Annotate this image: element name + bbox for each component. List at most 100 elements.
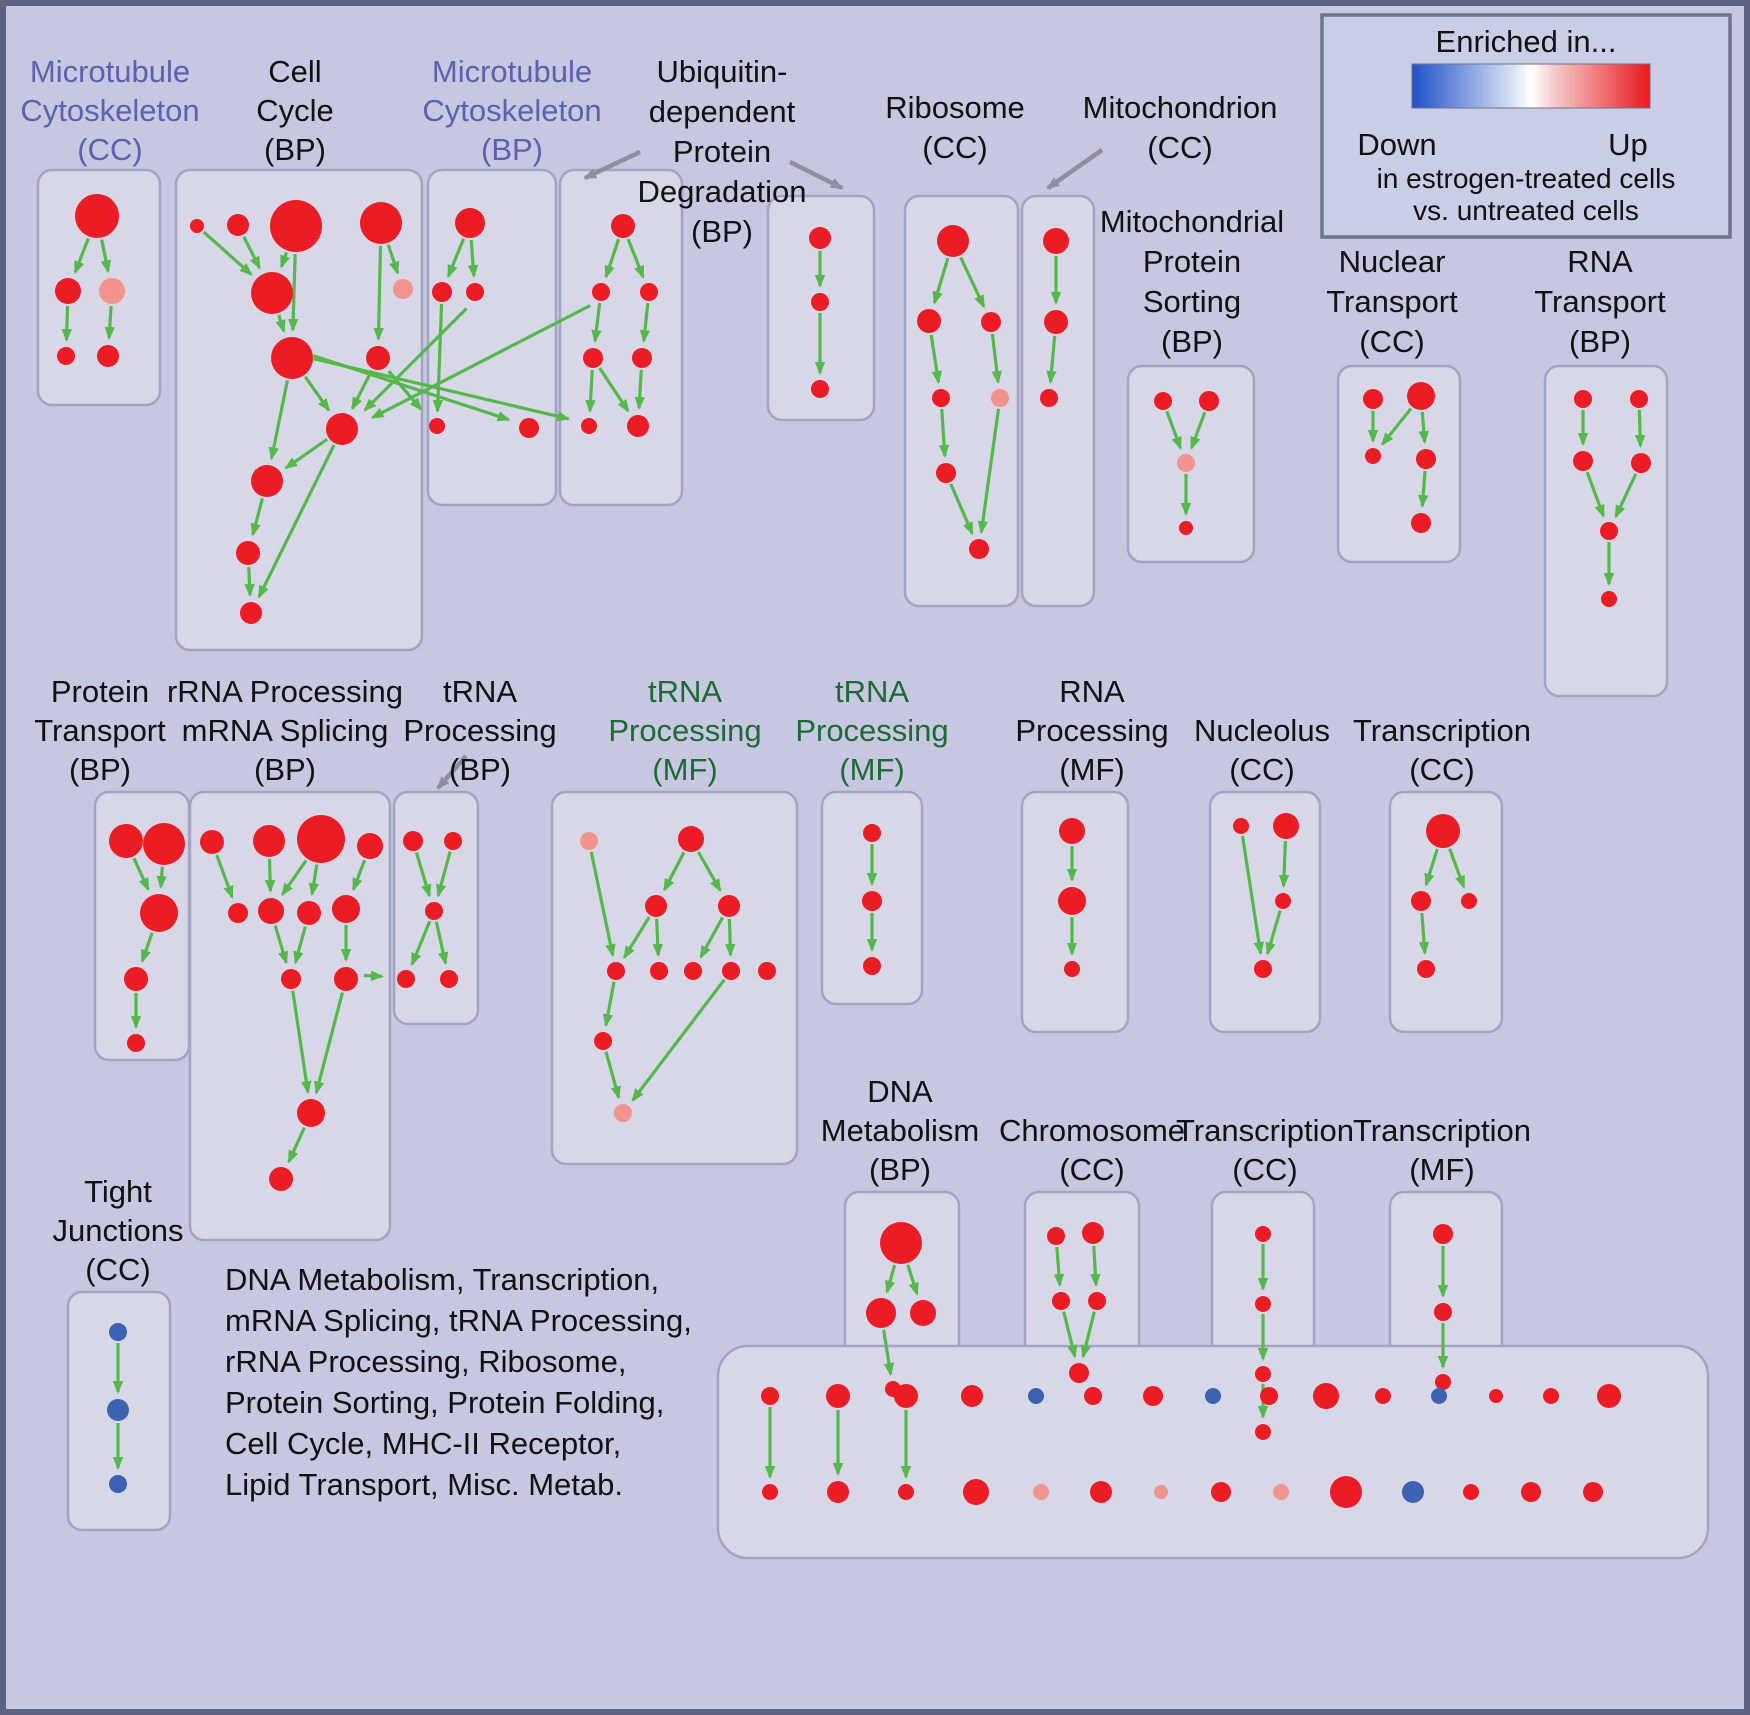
go-term-node-red — [1411, 891, 1431, 911]
edge-arrow — [1265, 910, 1282, 956]
go-term-node-red — [440, 970, 458, 988]
go-term-node-red — [1411, 513, 1431, 533]
go-term-node-blue — [109, 1323, 127, 1341]
go-term-node-red — [1059, 818, 1085, 844]
edge-arrow — [634, 369, 645, 410]
nuclear-transport-cc-box — [1336, 364, 1462, 564]
label-pointer-arrow — [436, 754, 468, 790]
go-term-node-pink — [1154, 1485, 1168, 1499]
legend-subtitle-line2: vs. untreated cells — [1413, 195, 1639, 226]
edge-arrow — [467, 239, 479, 278]
go-term-node-red — [240, 602, 262, 624]
edge-arrow — [1062, 1311, 1078, 1359]
edge-arrow — [313, 357, 571, 422]
edge-arrow — [631, 978, 726, 1102]
go-term-node-red — [611, 214, 635, 238]
nucleolus-cc-label: Nucleolus(CC) — [1194, 713, 1330, 787]
go-term-node-red — [1600, 522, 1618, 540]
go-term-node-red — [894, 1384, 918, 1408]
go-term-node-red — [1082, 1222, 1104, 1244]
edge-arrow — [602, 981, 616, 1028]
go-term-node-red — [581, 418, 597, 434]
go-term-node-red — [645, 895, 667, 917]
go-term-node-red — [297, 815, 345, 863]
go-term-node-red — [1179, 521, 1193, 535]
edge-arrow — [350, 369, 374, 411]
edge-arrow — [604, 238, 621, 279]
go-term-node-red — [432, 282, 452, 302]
go-term-node-red — [1260, 1387, 1278, 1405]
go-term-node-red — [403, 831, 423, 851]
go-term-node-red — [809, 227, 831, 249]
mitochondrion-cc-box — [1020, 194, 1096, 608]
edge-arrow — [929, 334, 942, 385]
edge-arrow — [1046, 335, 1057, 385]
go-term-node-red — [1416, 449, 1436, 469]
go-term-node-red — [937, 225, 969, 257]
go-term-node-red — [1363, 389, 1383, 409]
edge-arrow — [308, 864, 319, 897]
microtubule-cytoskeleton-cc-box — [36, 168, 162, 407]
legend-up-label: Up — [1608, 127, 1648, 162]
go-term-node-red — [57, 347, 75, 365]
go-term-node-red — [1375, 1388, 1391, 1404]
edge-arrow — [156, 866, 167, 890]
go-term-node-red — [236, 541, 260, 565]
legend-title: Enriched in... — [1436, 24, 1617, 59]
go-term-node-red — [718, 895, 740, 917]
go-term-node-red — [1044, 310, 1068, 334]
go-term-node-red — [190, 219, 204, 233]
go-term-node-red — [1631, 453, 1651, 473]
go-term-node-red — [1313, 1383, 1339, 1409]
go-term-node-red — [75, 194, 119, 238]
edge-arrow — [1090, 1245, 1101, 1287]
edge-arrow — [990, 333, 1002, 385]
go-term-node-red — [1275, 893, 1291, 909]
edge-arrow — [373, 245, 384, 341]
go-term-node-red — [200, 830, 224, 854]
go-term-node-red — [592, 283, 610, 301]
go-term-node-red — [1058, 887, 1086, 915]
go-term-node-red — [1047, 1227, 1065, 1245]
go-term-node-red — [97, 345, 119, 367]
edge-arrow — [291, 990, 312, 1095]
label-pointer-arrow — [788, 159, 844, 191]
go-term-node-red — [1143, 1386, 1163, 1406]
edge-arrow — [697, 851, 722, 893]
edge-arrow — [598, 367, 630, 413]
edge-arrow — [662, 851, 686, 892]
go-term-node-red — [917, 309, 941, 333]
go-term-node-red — [251, 465, 283, 497]
go-term-node-red — [1088, 1292, 1106, 1310]
mitochondrion-cc-label: Mitochondrion(CC) — [1083, 90, 1278, 165]
edge-arrow — [436, 851, 452, 898]
edge-arrow — [303, 375, 331, 412]
go-term-node-red — [1255, 1226, 1271, 1242]
go-term-node-red — [1601, 591, 1617, 607]
microtubule-cytoskeleton-bp-box — [426, 168, 558, 507]
go-term-node-red — [762, 1484, 778, 1500]
go-term-node-red — [722, 962, 740, 980]
edge-arrow — [591, 302, 602, 344]
go-term-node-pink — [991, 389, 1009, 407]
go-term-node-red — [270, 200, 322, 252]
edge-arrow — [250, 497, 264, 537]
edge-arrow — [202, 230, 253, 276]
go-term-node-blue — [1402, 1481, 1424, 1503]
go-term-node-red — [1090, 1481, 1112, 1503]
go-term-node-red — [1069, 1363, 1089, 1383]
go-term-node-red — [961, 1385, 983, 1407]
go-term-node-red — [594, 1032, 612, 1050]
edge-arrow — [387, 370, 423, 411]
edge-arrow — [244, 566, 255, 597]
go-term-node-red — [1254, 960, 1272, 978]
edge-arrow — [242, 235, 261, 270]
go-term-node-red — [936, 463, 956, 483]
go-term-node-red — [332, 895, 360, 923]
legend-down-label: Down — [1357, 127, 1436, 162]
